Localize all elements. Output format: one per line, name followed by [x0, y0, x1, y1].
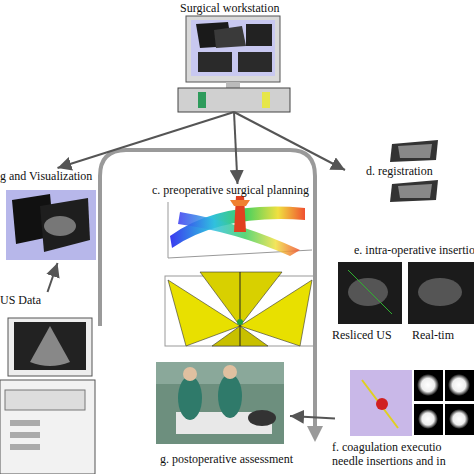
- flow-arrow: [290, 416, 335, 419]
- monitor-icon-part: [186, 16, 280, 82]
- coagulation-images-part: [449, 409, 469, 429]
- coagulation-images-part: [376, 398, 388, 410]
- monitor-icon: [186, 16, 280, 88]
- coagulation-images-part: [445, 370, 474, 401]
- stage-label: g and Visualization: [0, 169, 92, 183]
- ablation-cone-plot: [165, 272, 315, 346]
- ultrasound-images-part: [418, 278, 462, 306]
- coagulation-images-part: [350, 370, 412, 436]
- ultrasound-machine-part: [10, 432, 40, 438]
- surgery-photo-part: [156, 362, 284, 444]
- ultrasound-images-part: [338, 262, 402, 324]
- stage-node: US Data: [0, 292, 95, 474]
- visualization-image-part: [40, 198, 90, 252]
- ultrasound-images-part: [348, 270, 392, 314]
- flow-arrow: [234, 112, 238, 184]
- stage-label: Real-tim: [412, 328, 454, 342]
- visualization-image-part: [6, 190, 96, 260]
- monitor-icon-part: [191, 20, 275, 76]
- stage-node: g. postoperative assessment: [155, 360, 290, 472]
- surgery-photo: [156, 362, 284, 444]
- stage-label: US Data: [0, 293, 41, 307]
- flow-arrow: [234, 112, 345, 170]
- flow-arrow: [58, 112, 235, 168]
- ultrasound-machine: [0, 318, 95, 474]
- planning-plot: [168, 196, 312, 258]
- stage-node: Surgical workstation: [178, 0, 290, 112]
- monitor-icon-part: [198, 52, 232, 72]
- ultrasound-images-part: [348, 278, 388, 306]
- coagulation-images-part: [362, 380, 398, 428]
- stage-label: Surgical workstation: [180, 1, 279, 15]
- surgery-photo-part: [223, 365, 237, 379]
- coagulation-images-part: [417, 374, 439, 396]
- ablation-cone-plot-part: [240, 272, 241, 346]
- stage-label: e. intra-operative insertio: [354, 243, 474, 257]
- coagulation-images-part: [414, 370, 443, 401]
- stage-node: d. registration: [345, 135, 474, 205]
- surgery-photo-part: [183, 367, 197, 381]
- ultrasound-images: [338, 262, 474, 324]
- ultrasound-machine-part: [14, 322, 86, 370]
- stage-node: f. coagulation executio needle insertion…: [335, 365, 474, 472]
- surgery-photo-part: [156, 362, 284, 384]
- workflow-arch-part: [307, 426, 323, 442]
- stage-node: e. intra-operative insertioResliced US Re…: [330, 240, 474, 345]
- stage-label: c. preoperative surgical planning: [152, 183, 309, 197]
- ablation-cone-plot-part: [237, 319, 243, 325]
- stage-label: f. coagulation executio needle insertion…: [332, 440, 474, 468]
- registration-images-part: [390, 140, 438, 162]
- planning-plot-part: [168, 202, 169, 258]
- coagulation-images-part: [414, 404, 443, 435]
- planning-plot-part: [230, 200, 250, 206]
- coagulation-images-part: [445, 404, 474, 435]
- registration-images-part: [398, 184, 432, 198]
- ultrasound-machine-part: [10, 420, 40, 426]
- monitor-icon-part: [214, 26, 246, 48]
- surgery-photo-part: [218, 374, 242, 418]
- stage-label: Resliced US: [332, 328, 392, 342]
- computer-unit-part: [262, 92, 270, 108]
- registration-images-part: [398, 144, 432, 158]
- registration-images-part: [390, 180, 438, 202]
- stage-node: g and Visualization: [0, 168, 115, 263]
- stage-label: g. postoperative assessment: [160, 452, 293, 466]
- ultrasound-machine-part: [0, 380, 95, 474]
- surgery-photo-part: [178, 376, 202, 420]
- ablation-cone-plot-part: [200, 272, 282, 326]
- coagulation-images-part: [448, 374, 470, 396]
- monitor-icon-part: [238, 52, 272, 72]
- ultrasound-machine-part: [30, 326, 70, 366]
- computer-unit-part: [178, 88, 290, 112]
- stage-node: c. preoperative surgical planning: [150, 184, 325, 349]
- computer-unit-part: [198, 92, 206, 108]
- monitor-icon-part: [246, 24, 272, 46]
- ultrasound-machine-part: [8, 318, 92, 376]
- monitor-icon-part: [226, 82, 240, 88]
- ultrasound-images-part: [408, 262, 474, 324]
- coagulation-images: [350, 370, 474, 436]
- ultrasound-machine-part: [5, 390, 85, 410]
- stage-label: d. registration: [366, 164, 433, 178]
- ultrasound-machine-part: [10, 444, 40, 450]
- coagulation-images-part: [418, 409, 438, 429]
- visualization-image: [6, 190, 96, 260]
- flow-arrow: [48, 263, 58, 292]
- computer-unit: [178, 88, 290, 112]
- surgery-photo-part: [248, 410, 276, 426]
- visualization-image-part: [44, 216, 76, 236]
